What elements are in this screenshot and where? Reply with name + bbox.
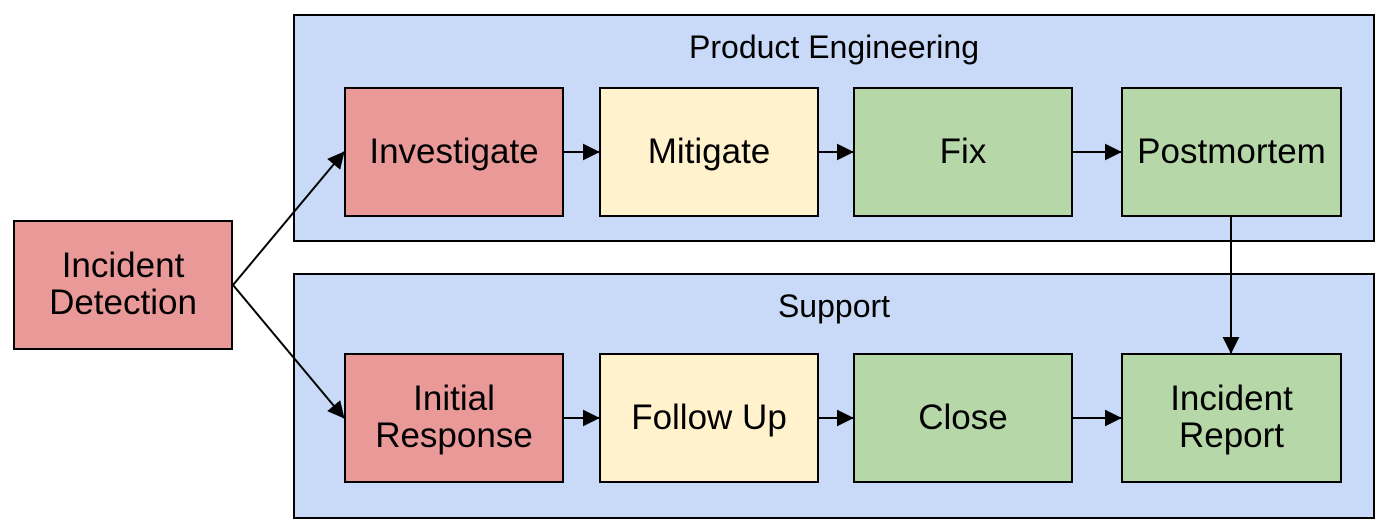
node-mitigate: Mitigate — [599, 87, 819, 217]
node-follow-up: Follow Up — [599, 353, 819, 483]
node-initial-response: Initial Response — [344, 353, 564, 483]
node-incident-detection: Incident Detection — [13, 220, 233, 350]
lane-title-product-engineering: Product Engineering — [689, 29, 979, 65]
node-investigate: Investigate — [344, 87, 564, 217]
node-close: Close — [853, 353, 1073, 483]
node-incident-report: Incident Report — [1121, 353, 1342, 483]
node-postmortem: Postmortem — [1121, 87, 1342, 217]
node-fix: Fix — [853, 87, 1073, 217]
lane-title-support: Support — [777, 288, 891, 324]
